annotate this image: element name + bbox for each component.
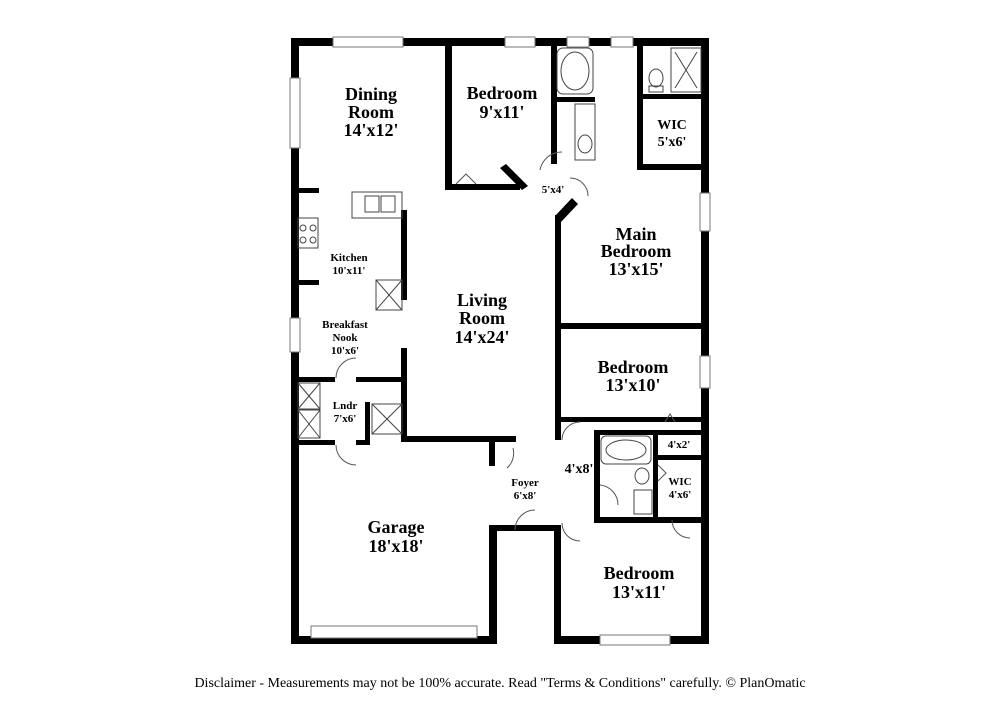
main-bedroom-label-2: Bedroom	[601, 241, 672, 261]
laundry-label: Lndr	[333, 400, 358, 412]
foyer-size: 6'x8'	[514, 490, 537, 502]
closet-small-size: 4'x2'	[668, 439, 691, 451]
bedroom-top-label: Bedroom	[467, 83, 538, 103]
main-bedroom-size: 13'x15'	[608, 259, 663, 279]
living-room-label: Living	[457, 290, 507, 310]
kitchen-size: 10'x11'	[332, 265, 365, 277]
dining-room-size: 14'x12'	[343, 120, 398, 140]
bedroom-mid-size: 13'x10'	[605, 375, 660, 395]
disclaimer-text: Disclaimer - Measurements may not be 100…	[194, 676, 806, 691]
dining-room-label: Dining	[345, 84, 397, 104]
bedroom-bottom-label: Bedroom	[604, 563, 675, 583]
wic-mid-size: 4'x6'	[669, 489, 692, 501]
wic-mid-label: WIC	[668, 476, 691, 488]
bedroom-bottom-size: 13'x11'	[612, 582, 666, 602]
main-bedroom-label: Main	[615, 224, 656, 244]
fixtures	[297, 47, 702, 515]
nook-size: 10'x6'	[331, 345, 359, 357]
laundry-size: 7'x6'	[334, 413, 357, 425]
bedroom-mid-label: Bedroom	[598, 357, 669, 377]
garage-size: 18'x18'	[368, 536, 423, 556]
interior-walls	[297, 44, 704, 523]
nook-label: Breakfast	[322, 319, 368, 331]
wic-top-size: 5'x6'	[658, 135, 687, 150]
kitchen-label: Kitchen	[330, 252, 367, 264]
dining-room-label-2: Room	[348, 102, 394, 122]
garage-label: Garage	[368, 517, 425, 537]
nook-label-2: Nook	[332, 332, 358, 344]
wic-top-label: WIC	[657, 118, 687, 133]
hall-small-size: 5'x4'	[542, 184, 565, 196]
living-room-label-2: Room	[459, 308, 505, 328]
hall-mid-size: 4'x8'	[565, 462, 594, 477]
windows	[289, 36, 711, 646]
doors	[335, 151, 691, 542]
bedroom-top-size: 9'x11'	[479, 102, 524, 122]
room-labels: Dining Room 14'x12' Bedroom 9'x11' WIC 5…	[322, 83, 691, 602]
living-room-size: 14'x24'	[454, 327, 509, 347]
foyer-label: Foyer	[511, 477, 539, 489]
